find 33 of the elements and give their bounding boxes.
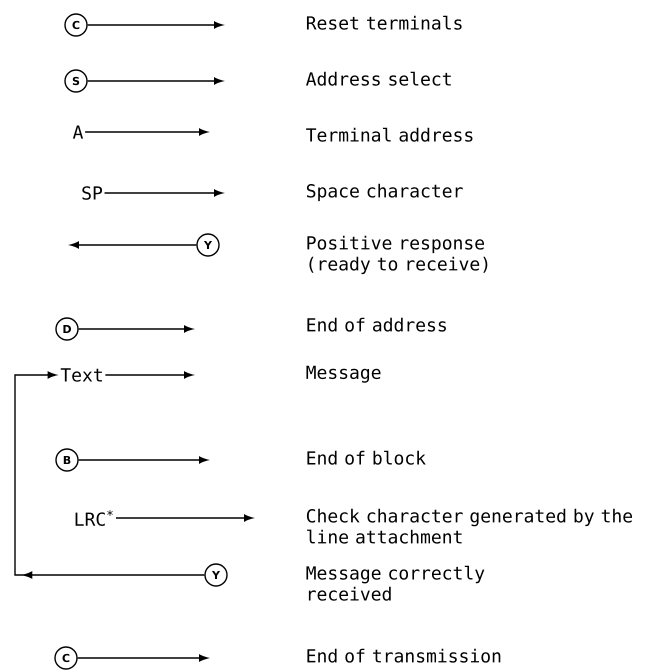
description-text: Address select (306, 72, 451, 86)
description-text: Space character (306, 184, 463, 202)
arrow (70, 242, 196, 248)
arrow (88, 22, 223, 28)
arrow (105, 372, 193, 378)
symbol-label: Text (60, 368, 102, 382)
symbol-label: LRC$^{*}$ (76, 510, 113, 526)
description-text: End of transmission (307, 648, 500, 663)
description-text: End of address (307, 318, 446, 332)
arrow (104, 190, 223, 196)
circled-letter: D (55, 317, 79, 341)
circled-letter: Y (196, 233, 220, 257)
arrow (116, 514, 253, 522)
circled-letter: C (64, 13, 88, 37)
description-text: Terminal address (306, 128, 472, 142)
arrow (85, 128, 208, 136)
description-text: Positive response (ready to receive) (307, 236, 488, 274)
circled-letter: Y (204, 563, 228, 587)
description-text: Message correctly received (306, 566, 484, 601)
symbol-label: SP (82, 186, 102, 200)
arrow (14, 372, 204, 578)
description-text: Check character generated by the line attachment (306, 508, 632, 544)
arrow (78, 456, 208, 464)
description-text: End of block (307, 450, 426, 465)
arrow (78, 654, 208, 662)
circled-letter: B (55, 448, 79, 472)
arrow (88, 78, 223, 84)
description-text: Reset terminals (306, 16, 462, 30)
circled-letter: S (64, 69, 88, 93)
arrow (78, 326, 193, 332)
symbol-label: A (72, 125, 84, 139)
description-text: Message (306, 366, 380, 383)
circled-letter: C (54, 646, 78, 670)
